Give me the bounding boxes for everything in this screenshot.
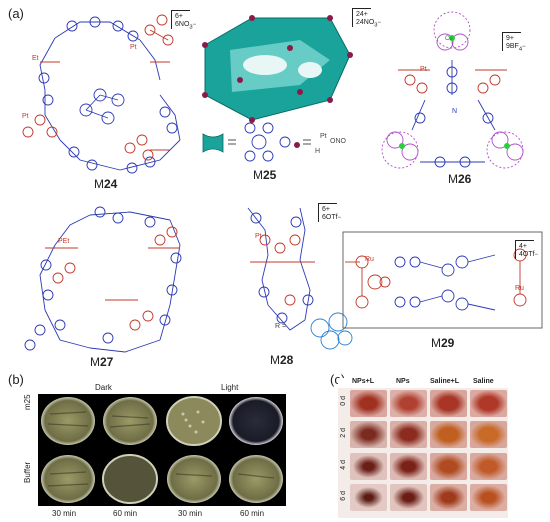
wound-salinel-0d <box>430 390 467 417</box>
m28-charge-value: 6+ <box>322 206 330 213</box>
wound-salinel-4d <box>430 453 467 480</box>
dish-photos <box>41 396 283 504</box>
wound-nps-6d <box>390 484 427 511</box>
m25-label: M25 <box>253 168 277 182</box>
m24-pt-label: Pt <box>130 44 137 51</box>
dish-m25-light-60 <box>229 397 283 445</box>
m27-label: M27 <box>90 355 114 369</box>
m24-structure <box>22 14 181 174</box>
time-label-2: 60 min <box>113 509 138 518</box>
m26-label: M26 <box>448 172 472 186</box>
m29-counterion: 4OTf− <box>519 251 539 258</box>
m25-counterion: 24NO3− <box>356 19 382 29</box>
row-m25-label: m25 <box>23 394 32 410</box>
m25-cage <box>202 15 353 123</box>
m29-ru-label: Ru <box>365 256 374 263</box>
dish-grid <box>38 394 286 506</box>
m24-counterion: 6NO3− <box>175 21 197 31</box>
m26-structure <box>381 11 524 169</box>
day-4: 4 d <box>340 460 347 470</box>
m25-pt-ligand: Pt <box>320 133 327 140</box>
m26-n-label: N <box>452 108 458 115</box>
m28-structure <box>247 207 353 350</box>
dish-buffer-light-60 <box>229 455 283 503</box>
m26-charge-value: 9+ <box>506 35 514 42</box>
m27-pet3-label: PEt <box>58 238 70 245</box>
panel-b-label: (b) <box>8 372 24 387</box>
m26-counterion: 9BF4− <box>506 43 526 53</box>
wound-npsl-2d <box>350 421 387 448</box>
wound-npsl-4d <box>350 453 387 480</box>
dish-buffer-dark-30 <box>41 455 95 503</box>
wound-nps-4d <box>390 453 427 480</box>
wound-npsl-0d <box>350 390 387 417</box>
m25-h3n-label: H <box>315 148 321 155</box>
time-label-3: 30 min <box>178 509 203 518</box>
row-buffer-label: Buffer <box>23 461 32 483</box>
col-saline-l: Saline+L <box>430 378 459 385</box>
m24-charge-bracket <box>171 10 190 29</box>
m26-cu-label: Cu <box>445 36 453 42</box>
time-label-4: 60 min <box>240 509 265 518</box>
wound-saline-2d <box>470 421 507 448</box>
m25-charge-value: 24+ <box>356 11 368 18</box>
wound-saline-4d <box>470 453 507 480</box>
m28-counterion: 6OTf− <box>322 214 342 221</box>
time-label-1: 30 min <box>52 509 77 518</box>
panel-a-label: (a) <box>8 6 24 21</box>
wound-saline-0d <box>470 390 507 417</box>
dish-m25-dark-30 <box>41 397 95 445</box>
m28-r-label: R = <box>275 323 287 330</box>
m29-label: M29 <box>431 336 455 350</box>
day-6: 6 d <box>340 491 347 501</box>
m28-label: M28 <box>270 353 294 367</box>
wound-salinel-6d <box>430 484 467 511</box>
m27-structure <box>24 206 182 353</box>
dish-m25-light-30 <box>166 396 222 446</box>
col-dark-label: Dark <box>95 383 112 392</box>
day-2: 2 d <box>340 428 347 438</box>
col-nps: NPs <box>396 378 410 385</box>
col-saline: Saline <box>473 378 494 385</box>
m24-et3p-label: Et <box>32 55 39 62</box>
wound-saline-6d <box>470 484 507 511</box>
dish-buffer-light-30 <box>167 455 221 503</box>
wound-nps-0d <box>390 390 427 417</box>
wound-salinel-2d <box>430 421 467 448</box>
m29-ru-label-2: Ru <box>515 285 524 292</box>
wound-npsl-6d <box>350 484 387 511</box>
dish-m25-dark-60 <box>103 397 157 445</box>
m29-charge-value: 4+ <box>519 243 527 250</box>
m24-label: M24 <box>94 177 118 191</box>
day-0: 0 d <box>340 396 347 406</box>
col-nps-l: NPs+L <box>352 378 374 385</box>
m25-legend <box>202 122 311 162</box>
m26-pt-label: Pt <box>420 66 427 73</box>
wound-grid: NPs+L NPs Saline+L Saline 0 d 2 d 4 d 6 … <box>338 378 508 518</box>
dish-buffer-dark-60 <box>102 454 158 504</box>
m24-pt-label-2: Pt <box>22 113 29 120</box>
m29-box <box>342 231 543 329</box>
m25-ono2-label: ONO <box>330 138 346 145</box>
m24-charge-value: 6+ <box>175 13 183 20</box>
wound-nps-2d <box>390 421 427 448</box>
m28-pt-label: Pt <box>255 233 262 240</box>
col-light-label: Light <box>221 383 239 392</box>
